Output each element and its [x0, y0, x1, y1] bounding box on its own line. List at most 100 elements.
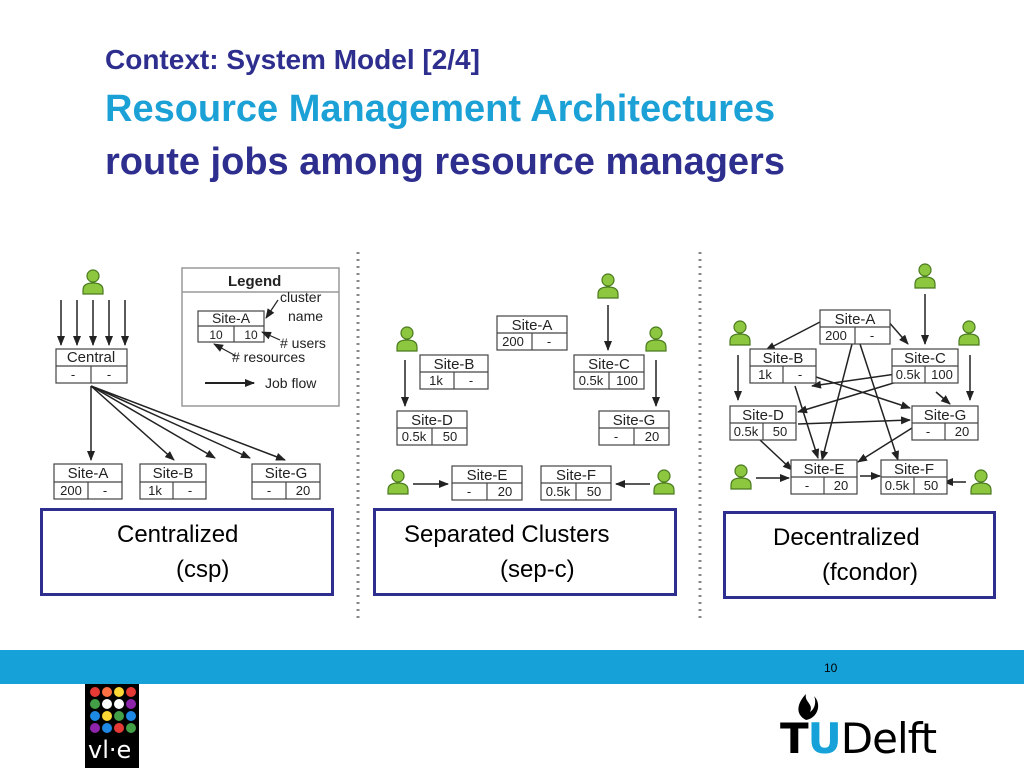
vle-logo-text: vl·e	[88, 736, 132, 764]
site-users: -	[870, 328, 874, 343]
site-name: Site-E	[804, 461, 845, 478]
central-box: Central - -	[55, 348, 128, 384]
caption-decentralized: Decentralized (fcondor)	[723, 511, 996, 599]
site-box: Site-D 0.5k 50	[396, 410, 468, 446]
site-box: Site-B 1k -	[749, 348, 817, 384]
site-resources: 1k	[758, 367, 772, 382]
site-box: Site-B 1k -	[139, 463, 207, 500]
site-users: -	[188, 483, 192, 498]
site-name: Site-B	[153, 465, 194, 482]
vle-logo-pattern	[90, 687, 136, 733]
vle-logo: vl·e	[85, 684, 139, 768]
user-icon	[914, 263, 936, 289]
site-resources: 0.5k	[885, 478, 910, 493]
caption-line-1: Separated Clusters	[404, 521, 610, 548]
site-box: Site-G - 20	[911, 405, 979, 441]
user-icon	[597, 273, 619, 299]
site-box: Site-C 0.5k 100	[573, 354, 645, 390]
user-icon	[645, 326, 667, 352]
site-name: Site-D	[411, 412, 453, 429]
site-box: Site-A 200 -	[496, 315, 568, 351]
legend-job-flow-label: Job flow	[265, 375, 317, 391]
site-box: Site-B 1k -	[419, 354, 489, 390]
context-title: Context: System Model [2/4]	[105, 44, 480, 75]
caption-line-2: (fcondor)	[822, 559, 919, 586]
decentralized-diagram: Site-A 200 - Site-B 1k - Site-C 0.5k 100…	[729, 263, 992, 495]
site-resources: -	[267, 483, 271, 498]
user-icon	[387, 469, 409, 495]
page-number: 10	[824, 661, 838, 675]
site-name: Site-D	[742, 407, 784, 424]
legend-users-value: 10	[209, 328, 223, 342]
site-resources: -	[614, 429, 618, 444]
legend-heading: Legend	[228, 273, 281, 290]
site-resources: 0.5k	[546, 484, 571, 499]
user-icon	[82, 269, 104, 295]
site-resources: 0.5k	[734, 424, 759, 439]
site-resources: 0.5k	[896, 367, 921, 382]
site-users: 50	[443, 429, 457, 444]
site-resources: -	[467, 484, 471, 499]
site-resources: 0.5k	[579, 373, 604, 388]
tud-u: U	[807, 714, 842, 763]
site-name: Site-A	[835, 311, 876, 328]
legend-name-label: name	[288, 308, 323, 324]
site-box: Site-G - 20	[598, 410, 670, 446]
site-resources: 1k	[429, 373, 443, 388]
tud-delft: Delft	[840, 714, 937, 763]
site-resources: 200	[502, 334, 524, 349]
legend-resources-value: 10	[244, 328, 258, 342]
user-icon	[970, 469, 992, 495]
site-name: Site-G	[613, 412, 656, 429]
footer-bar	[0, 650, 1024, 684]
user-icon	[653, 469, 675, 495]
central-resources: -	[71, 367, 75, 382]
site-users: -	[547, 334, 551, 349]
site-box: Site-F 0.5k 50	[880, 459, 948, 495]
site-resources: -	[926, 424, 930, 439]
site-name: Site-E	[467, 467, 508, 484]
site-users: 20	[498, 484, 512, 499]
caption-line-2: (sep-c)	[500, 556, 575, 583]
centralized-diagram: Central - - Site-A 200 - Site-B 1k -	[53, 269, 321, 500]
site-name: Site-A	[512, 317, 553, 334]
site-users: 20	[955, 424, 969, 439]
site-name: Site-G	[265, 465, 308, 482]
site-box: Site-F 0.5k 50	[540, 465, 612, 501]
flame-icon	[798, 694, 819, 720]
legend-site-label: Site-A	[212, 310, 251, 326]
site-users: -	[798, 367, 802, 382]
caption-line-1: Decentralized	[773, 524, 920, 551]
legend-cluster-label: cluster	[280, 289, 322, 305]
site-box: Site-E - 20	[451, 465, 523, 501]
site-name: Site-C	[904, 350, 946, 367]
site-users: 50	[773, 424, 787, 439]
site-name: Site-C	[588, 356, 630, 373]
site-resources: -	[805, 478, 809, 493]
site-users: 20	[296, 483, 310, 498]
caption-centralized: Centralized (csp)	[40, 508, 334, 596]
user-icon	[958, 320, 980, 346]
tud-t: T	[780, 714, 809, 763]
caption-line-2: (csp)	[176, 556, 230, 583]
separated-diagram: Site-A 200 - Site-B 1k - Site-C 0.5k 100…	[387, 273, 675, 501]
site-resources: 200	[60, 483, 82, 498]
site-users: 20	[645, 429, 659, 444]
site-name: Site-B	[763, 350, 804, 367]
main-title: Resource Management Architectures	[105, 88, 776, 130]
legend-resources-label: # resources	[232, 349, 305, 365]
site-name: Site-B	[434, 356, 475, 373]
site-resources: 200	[825, 328, 847, 343]
site-box: Site-A 200 -	[819, 309, 891, 345]
site-box: Site-D 0.5k 50	[729, 405, 797, 441]
central-users: -	[107, 367, 111, 382]
site-users: 50	[924, 478, 938, 493]
user-icon	[396, 326, 418, 352]
central-name: Central	[67, 349, 115, 366]
site-name: Site-F	[556, 467, 596, 484]
user-icon	[730, 464, 752, 490]
site-name: Site-G	[924, 407, 967, 424]
site-box: Site-C 0.5k 100	[891, 348, 959, 384]
site-users: -	[469, 373, 473, 388]
architecture-diagram: Legend Site-A 10 10 cluster name # users…	[53, 252, 992, 620]
